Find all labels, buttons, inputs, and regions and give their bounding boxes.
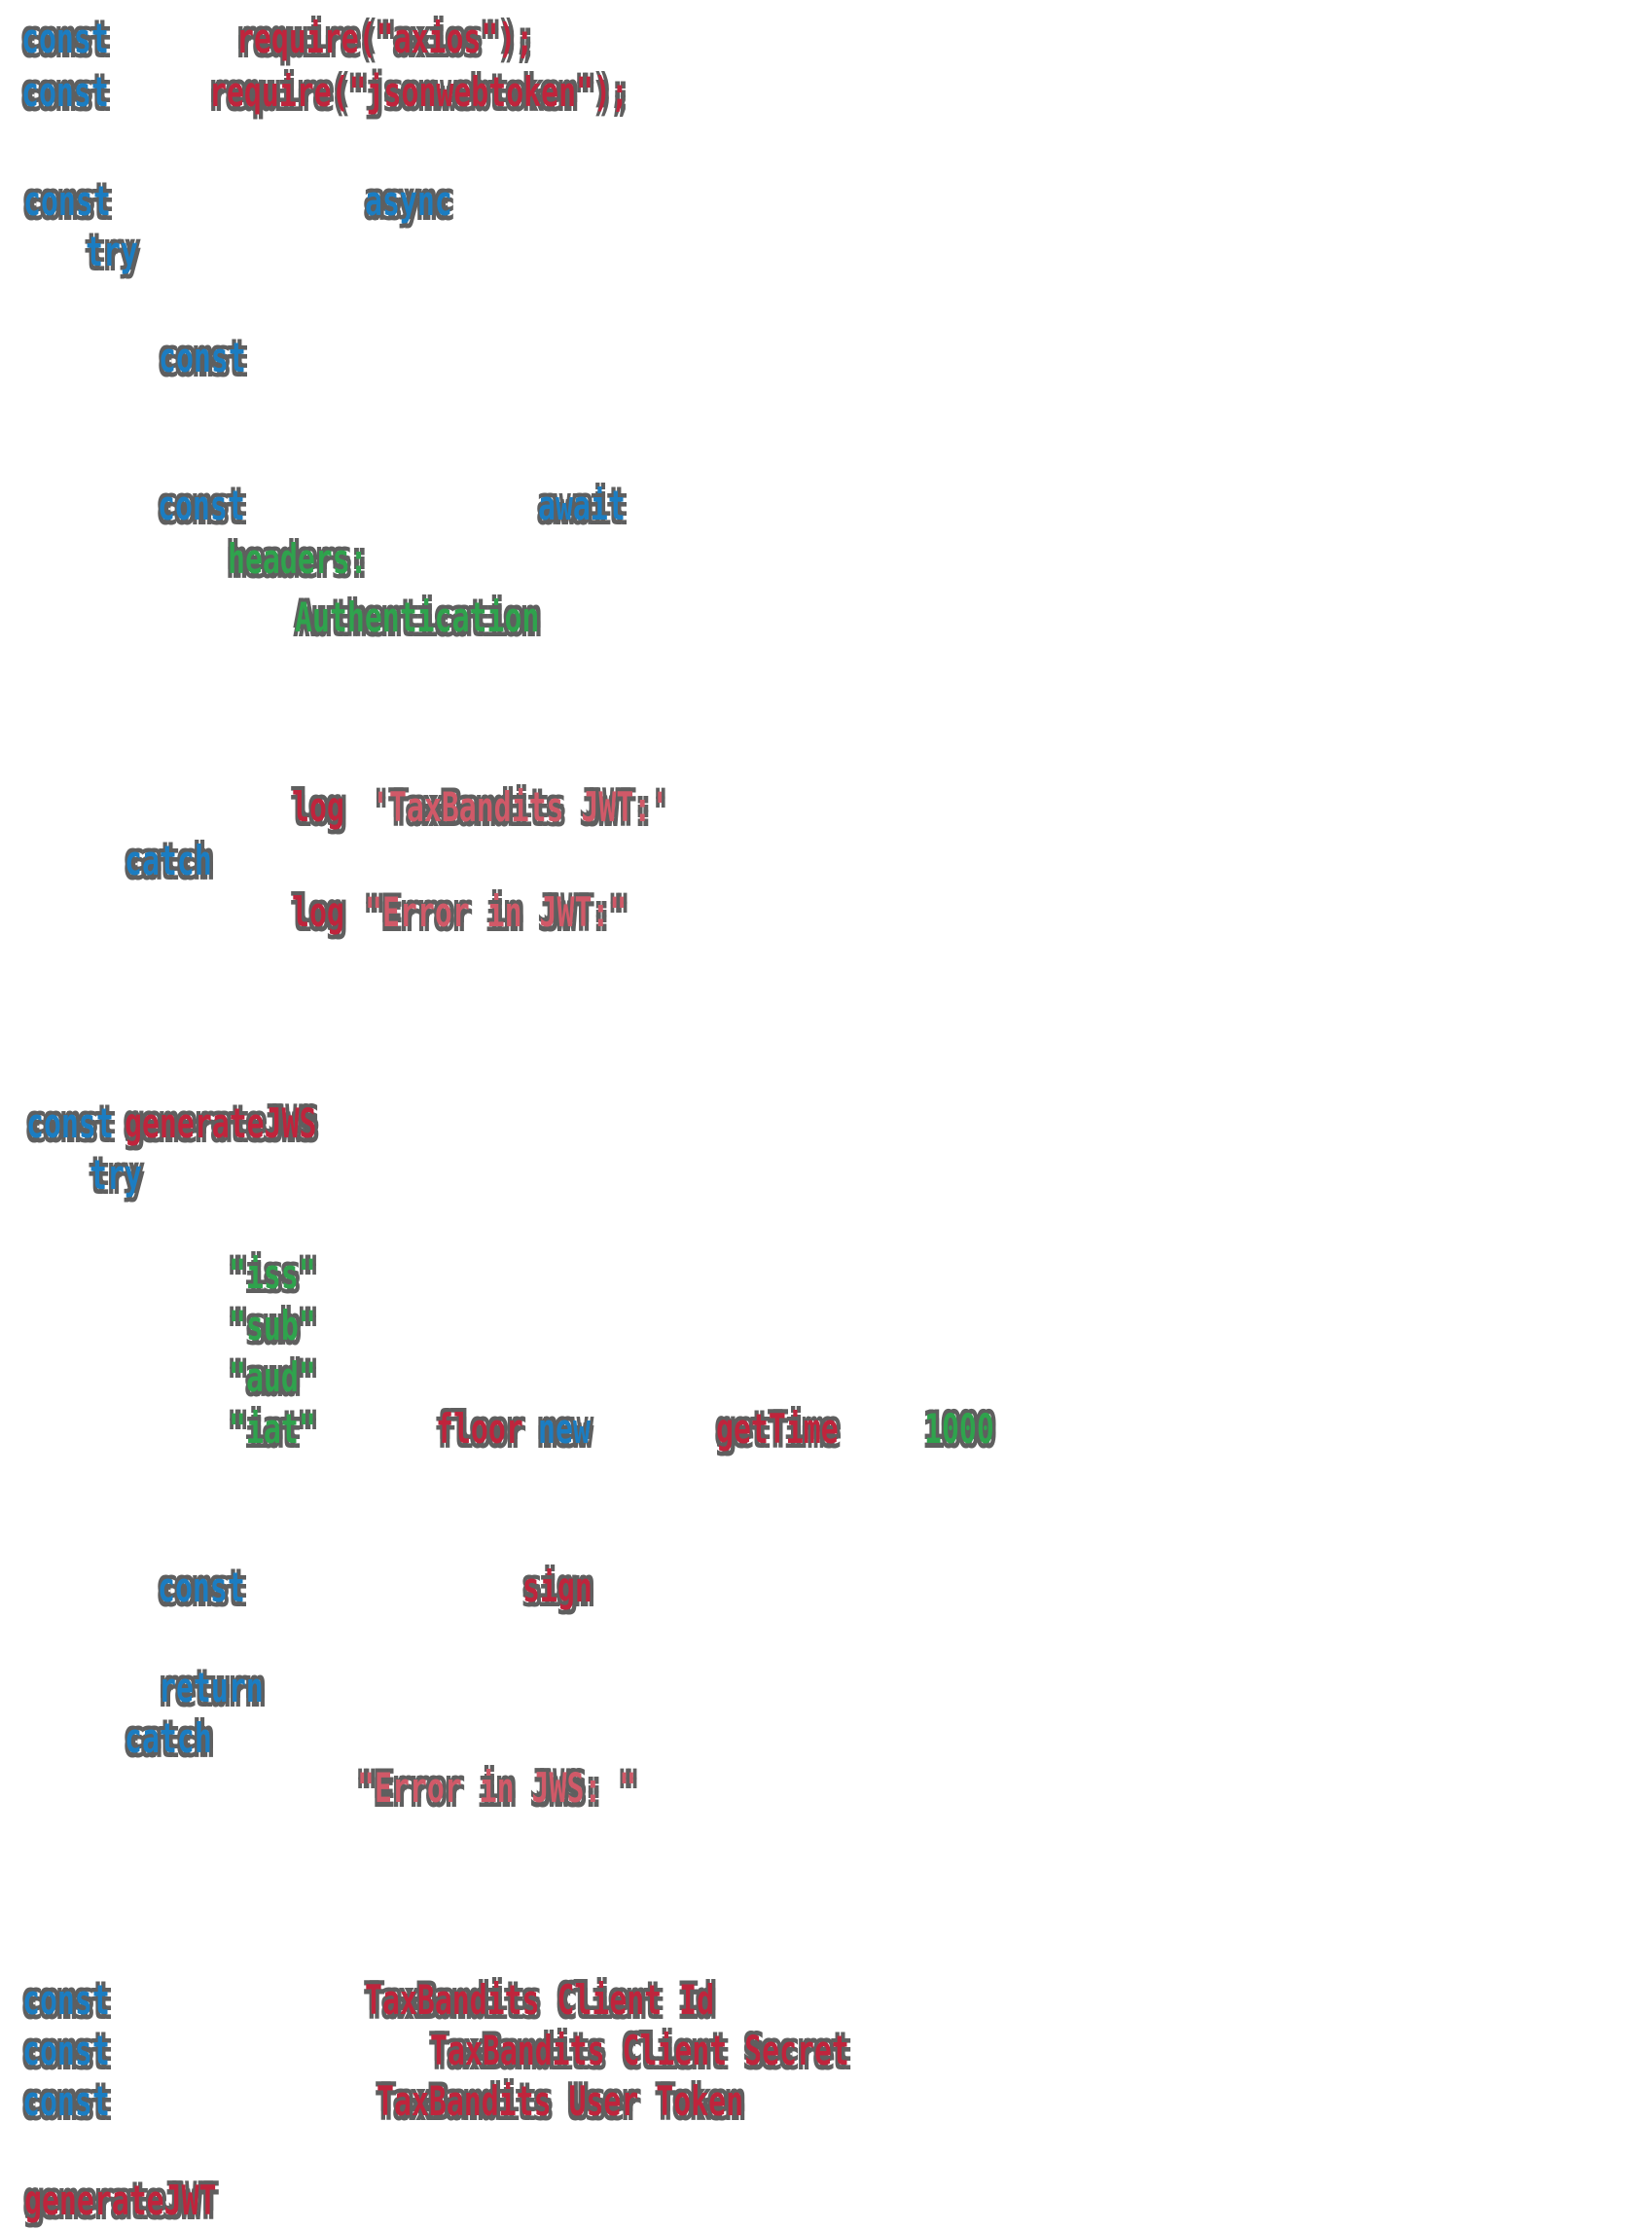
code-token-function: TaxBandits Client Secret <box>430 2027 849 2074</box>
code-token-keyword: const <box>22 1976 110 2024</box>
code-token-keyword: try <box>90 1151 142 1199</box>
code-token-keyword: catch <box>125 1714 212 1762</box>
code-token-keyword: new <box>538 1405 591 1453</box>
code-token-string: "Error in JWS: " <box>357 1764 637 1812</box>
code-token-function: TaxBandits User Token <box>377 2077 744 2125</box>
code-token-keyword: try <box>86 228 138 275</box>
code-token-property: "aud" <box>229 1353 316 1401</box>
code-token-keyword: await <box>538 482 626 529</box>
code-token-keyword: const <box>21 15 109 62</box>
code-token-property: "iat" <box>229 1405 316 1453</box>
code-token-keyword: catch <box>125 837 212 884</box>
code-token-function: generateJWS <box>125 1099 317 1147</box>
code-token-keyword: return <box>159 1664 264 1711</box>
code-token-property: headers: <box>228 535 368 583</box>
code-token-function: require("axios"); <box>236 15 534 62</box>
code-token-string: 'TaxBandits JWT:' <box>372 783 669 831</box>
code-token-keyword: const <box>21 68 109 116</box>
code-token-function: getTime <box>716 1405 839 1453</box>
code-token-string: "Error in JWT:" <box>365 888 628 936</box>
code-token-function: TaxBandits Client Id <box>365 1976 715 2024</box>
code-token-number: 1000 <box>924 1405 994 1453</box>
code-token-keyword: const <box>23 177 111 225</box>
code-token-function: log <box>292 783 344 831</box>
code-token-property: "iss" <box>229 1250 316 1298</box>
code-token-keyword: const <box>22 2027 110 2074</box>
code-token-property: "sub" <box>229 1302 316 1349</box>
code-token-function: generateJWT <box>24 2176 217 2224</box>
code-token-keyword: const <box>26 1099 114 1147</box>
code-token-keyword: const <box>158 482 245 529</box>
code-token-keyword: const <box>22 2077 110 2125</box>
code-token-keyword: const <box>159 334 246 381</box>
code-token-function: floor <box>436 1405 523 1453</box>
code-token-property: Authentication <box>295 593 540 641</box>
code-token-function: require("jsonwebtoken"); <box>209 68 628 116</box>
code-token-keyword: const <box>158 1564 245 1611</box>
code-token-function: sign <box>522 1564 593 1611</box>
code-token-keyword: async <box>365 177 452 225</box>
code-token-function: log <box>292 888 344 936</box>
